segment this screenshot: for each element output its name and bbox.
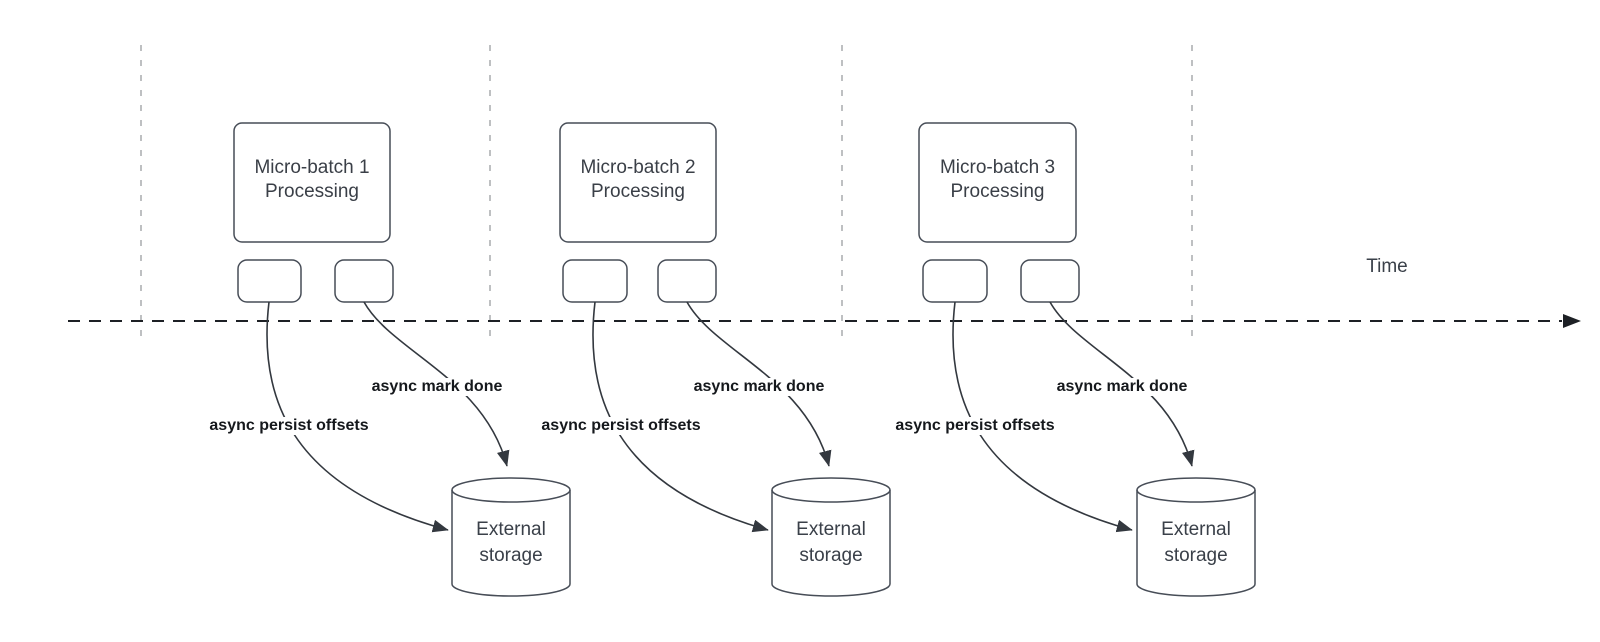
external-storage-label-2-line2: storage [799,545,863,566]
persist-offsets-label-3: async persist offsets [892,417,1058,435]
external-storage-label-1-line2: storage [479,545,543,566]
external-storage-label-3: External storage [1137,492,1255,594]
persist-offsets-label-2: async persist offsets [538,417,704,435]
micro-batch-2-title-line2: Processing [591,180,685,202]
mark-done-task-box-1 [334,259,394,303]
micro-batch-2-box [559,122,717,243]
mark-done-arrow-3 [1049,301,1195,467]
external-storage-label-2: External storage [772,492,890,594]
persist-offsets-task-box-2 [562,259,628,303]
persist-offsets-arrow-3 [952,301,1133,533]
timeline-arrowhead-icon [1563,314,1581,328]
external-storage-cylinder-lip-2 [771,489,891,503]
time-axis-label: Time [1366,256,1408,277]
mark-done-label-1: async mark done [368,378,506,396]
mark-done-label-3: async mark done [1053,378,1191,396]
micro-batch-3-title: Micro-batch 3 Processing [919,123,1076,242]
mark-done-arrow-1 [363,301,510,467]
external-storage-label-3-line1: External [1161,519,1231,540]
micro-batch-1-title-line1: Micro-batch 1 [254,156,370,178]
external-storage-cylinder-1 [451,477,571,597]
micro-batch-1-box [233,122,391,243]
external-storage-label-1: External storage [452,492,570,594]
external-storage-cylinder-2 [771,477,891,597]
mark-done-arrow-2 [686,301,832,467]
micro-batch-2-title-line1: Micro-batch 2 [580,156,696,178]
micro-batch-1-title-line2: Processing [265,180,359,202]
external-storage-label-3-line2: storage [1164,545,1228,566]
external-storage-cylinder-lip-3 [1136,489,1256,503]
micro-batch-3-title-line1: Micro-batch 3 [939,156,1056,178]
micro-batch-1-title: Micro-batch 1 Processing [234,123,390,242]
persist-offsets-arrow-1 [266,301,449,533]
micro-batch-3-title-line2: Processing [950,180,1045,202]
persist-offsets-arrow-2 [592,301,769,533]
external-storage-label-2-line1: External [796,519,866,540]
external-storage-cylinder-lip-1 [451,489,571,503]
mark-done-task-box-2 [657,259,717,303]
persist-offsets-label-1: async persist offsets [206,417,372,435]
micro-batch-3-box [918,122,1077,243]
micro-batch-2-title: Micro-batch 2 Processing [560,123,716,242]
external-storage-label-1-line1: External [476,519,546,540]
persist-offsets-task-box-1 [237,259,302,303]
external-storage-cylinder-3 [1136,477,1256,597]
mark-done-task-box-3 [1020,259,1080,303]
mark-done-label-2: async mark done [690,378,828,396]
persist-offsets-task-box-3 [922,259,988,303]
